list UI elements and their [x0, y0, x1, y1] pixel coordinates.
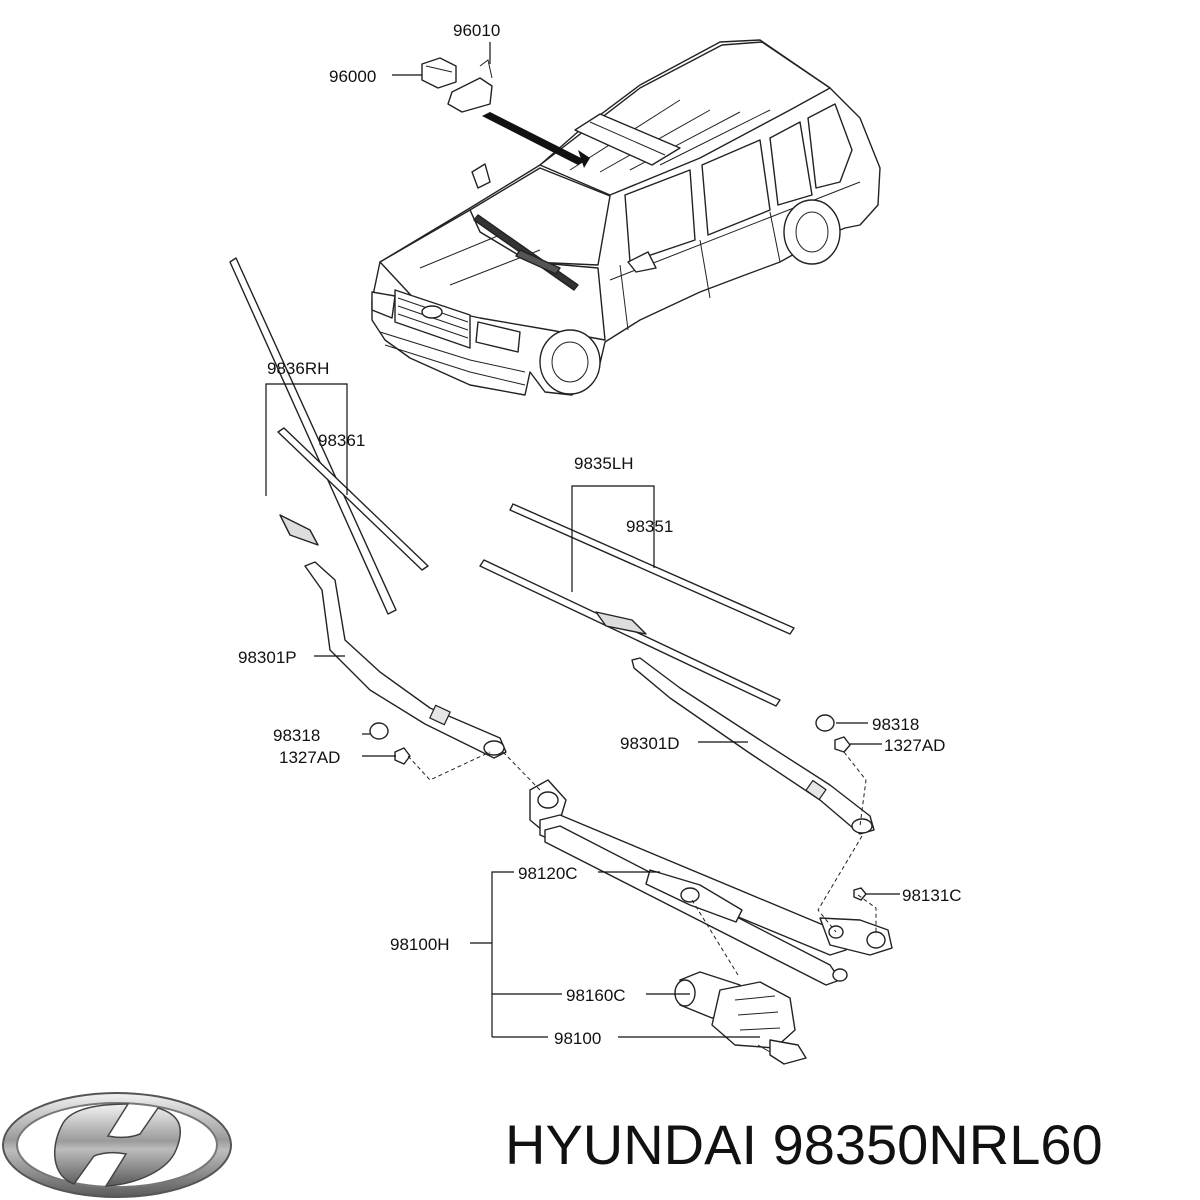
- label-96000: 96000: [329, 67, 376, 86]
- rain-sensor-parts: [421, 57, 493, 113]
- rh-wiper-blade: [229, 257, 429, 615]
- vehicle-illustration: [371, 39, 881, 396]
- label-1327AD-left: 1327AD: [279, 748, 340, 767]
- label-96010: 96010: [453, 21, 500, 40]
- label-98301D: 98301D: [620, 734, 680, 753]
- label-9835LH: 9835LH: [574, 454, 634, 473]
- nut-1327AD-left: [394, 747, 411, 765]
- label-98301P: 98301P: [238, 648, 297, 667]
- label-98131C: 98131C: [902, 886, 962, 905]
- cap-98318-right: [815, 714, 835, 732]
- assembly-lines: [407, 751, 877, 976]
- label-98318-right: 98318: [872, 715, 919, 734]
- nut-1327AD-right: [834, 736, 851, 753]
- label-98100H: 98100H: [390, 935, 450, 954]
- label-98120C: 98120C: [518, 864, 578, 883]
- wiper-motor: [674, 971, 807, 1065]
- cap-98318-left: [369, 722, 389, 740]
- nut-98131C: [853, 887, 867, 901]
- leader-lines: [265, 42, 900, 1038]
- label-1327AD-right: 1327AD: [884, 736, 945, 755]
- label-98351: 98351: [626, 517, 673, 536]
- part-labels: 96010 96000 9836RH 98361 9835LH 98351 98…: [238, 21, 962, 1048]
- label-98100: 98100: [554, 1029, 601, 1048]
- rh-wiper-arm: [304, 561, 507, 759]
- label-98361: 98361: [318, 431, 365, 450]
- lh-wiper-arm: [631, 657, 875, 835]
- hyundai-logo: [2, 1092, 232, 1198]
- label-9836RH: 9836RH: [267, 359, 329, 378]
- lh-wiper-blade: [479, 503, 795, 707]
- caps-and-nuts: [369, 714, 867, 901]
- label-98318-left: 98318: [273, 726, 320, 745]
- brand-part-number: HYUNDAI 98350NRL60: [505, 1113, 1103, 1176]
- wiper-linkage: [529, 779, 893, 986]
- label-98160C: 98160C: [566, 986, 626, 1005]
